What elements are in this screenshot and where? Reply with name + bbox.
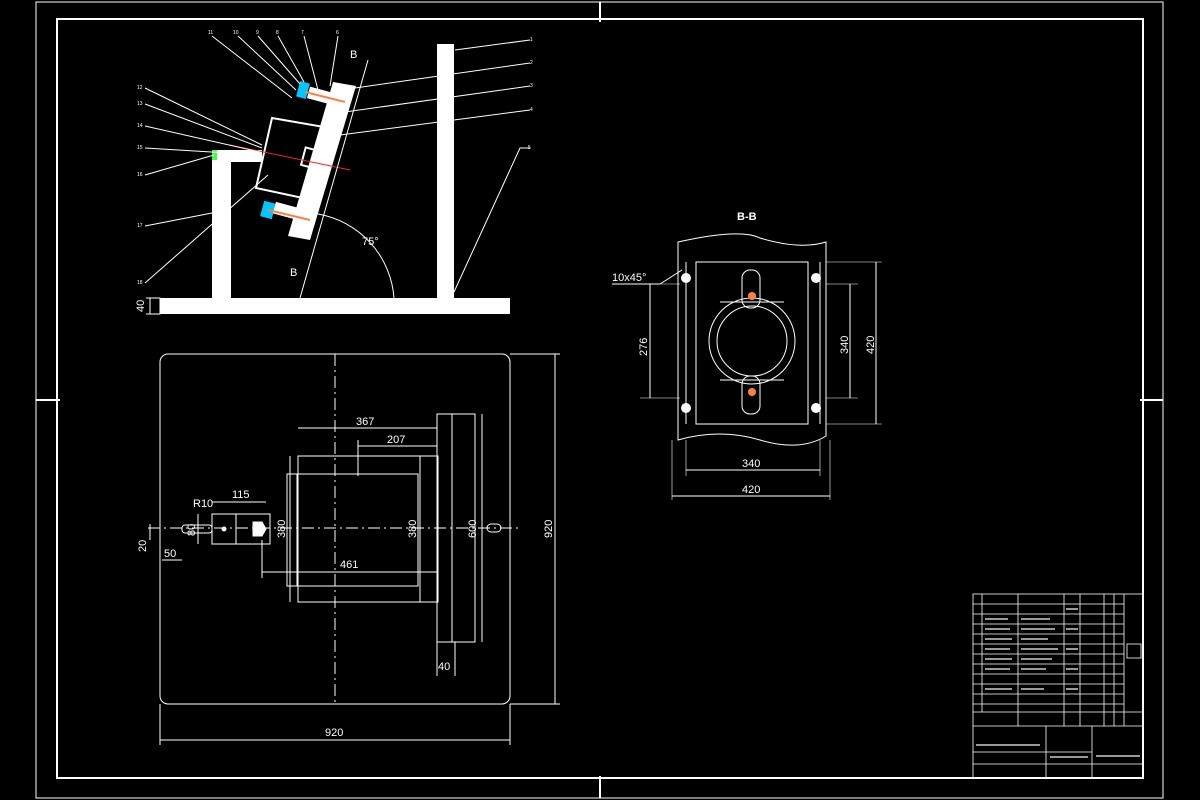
section-view-title: B-B	[737, 211, 757, 223]
dim-920-vertical: 920	[543, 520, 555, 538]
base-plate	[160, 298, 510, 314]
dim-340-horizontal: 340	[742, 458, 760, 470]
dim-367: 367	[356, 416, 374, 428]
base-thickness-dim: 40	[135, 300, 147, 312]
balloon-12: 12	[137, 85, 143, 91]
dim-380-left: 380	[276, 520, 288, 538]
balloon-9: 9	[256, 30, 259, 36]
balloon-16: 16	[137, 172, 143, 178]
section-label-lower: B	[290, 267, 297, 279]
leaders-left	[144, 87, 269, 284]
leaders-right	[339, 39, 531, 293]
dim-276: 276	[638, 338, 650, 356]
balloon-18: 18	[137, 280, 143, 286]
dim-461: 461	[340, 559, 358, 571]
front-view: 75° B B 40 1 2 3 4 5 11 10 9	[135, 30, 533, 315]
dim-50: 50	[164, 548, 176, 560]
dim-920-horizontal: 920	[325, 727, 343, 739]
sheet-border	[35, 1, 1164, 799]
arm-marker	[212, 150, 217, 160]
support-arm	[212, 150, 262, 162]
dim-420-horizontal: 420	[742, 484, 760, 496]
dim-340-vertical: 340	[839, 336, 851, 354]
lower-clamp	[260, 200, 311, 221]
top-view	[148, 353, 560, 745]
dim-r10: R10	[193, 498, 213, 510]
dim-380-right: 380	[407, 520, 419, 538]
left-post	[212, 160, 231, 300]
dim-40-bottom: 40	[438, 661, 450, 673]
balloon-6: 6	[336, 30, 339, 36]
balloon-14: 14	[137, 123, 143, 129]
dim-chamfer: 10x45°	[612, 272, 646, 284]
balloon-1: 1	[530, 37, 533, 43]
leaders-top	[211, 35, 339, 99]
top-view-dims: 367 207 115 R10 80 380 380 600 920 461 2…	[137, 416, 555, 739]
right-column	[437, 44, 454, 300]
upper-clamp	[296, 80, 346, 106]
balloon-3: 3	[530, 83, 533, 89]
angle-label: 75°	[362, 236, 379, 248]
dim-420-vertical: 420	[865, 336, 877, 354]
workpiece	[254, 116, 332, 202]
balloon-7: 7	[301, 30, 304, 36]
section-label-upper: B	[350, 49, 357, 61]
section-line-b	[299, 59, 369, 299]
title-block	[972, 593, 1144, 779]
dim-115: 115	[232, 489, 250, 501]
balloon-5: 5	[528, 145, 531, 151]
balloon-2: 2	[530, 60, 533, 66]
dim-80: 80	[186, 524, 198, 536]
dim-20: 20	[137, 540, 149, 552]
balloon-13: 13	[137, 101, 143, 107]
section-view-bb: B-B	[612, 211, 882, 500]
dim-207: 207	[387, 434, 405, 446]
base-plate-end	[149, 297, 161, 315]
balloon-8: 8	[276, 30, 279, 36]
balloon-4: 4	[530, 107, 533, 113]
balloon-10: 10	[233, 30, 239, 36]
balloon-11: 11	[208, 30, 213, 36]
dim-600: 600	[467, 520, 479, 538]
balloon-15: 15	[137, 145, 143, 151]
balloon-17: 17	[137, 223, 143, 229]
